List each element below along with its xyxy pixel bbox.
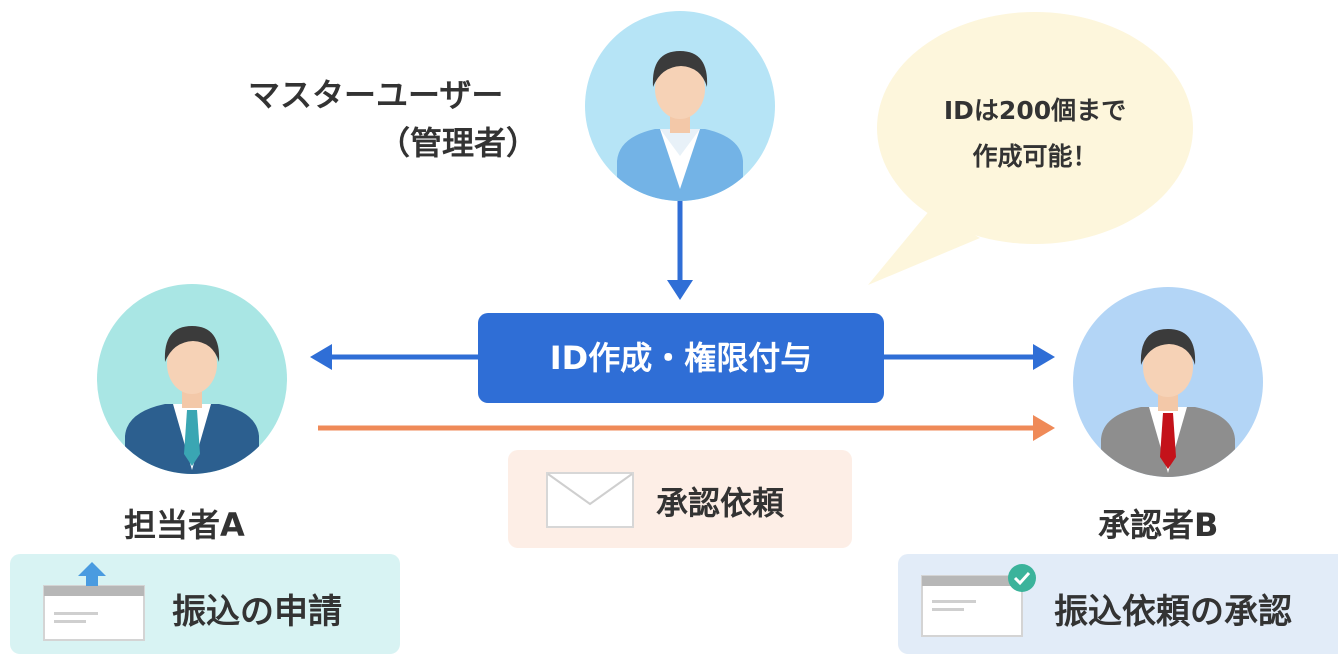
bubble-line1: IDは200個まで: [943, 96, 1127, 125]
arrow-left-head: [310, 344, 332, 370]
person-a-icon: [125, 326, 259, 474]
task-b-box: 振込依頼の承認: [898, 554, 1338, 654]
speech-bubble: [868, 12, 1193, 285]
upload-document-icon: [43, 562, 145, 641]
master-name-line1: マスターユーザー: [248, 76, 504, 114]
person-a-avatar: [97, 284, 287, 474]
task-b-label: 振込依頼の承認: [1054, 592, 1292, 632]
master-person-icon: [617, 51, 743, 201]
bubble-line2: 作成可能！: [972, 142, 1098, 171]
envelope-icon: [546, 472, 634, 528]
arrow-right-head: [1033, 344, 1055, 370]
person-a-name: 担当者A: [124, 506, 245, 544]
master-avatar: [585, 11, 775, 201]
request-box: 承認依頼: [508, 450, 852, 548]
person-b-name: 承認者B: [1098, 506, 1219, 544]
person-b-avatar: [1073, 287, 1263, 477]
task-a-label: 振込の申請: [172, 592, 342, 632]
bubble-text: IDは200個まで 作成可能！: [880, 88, 1190, 180]
approved-document-icon: [921, 564, 1036, 637]
master-name-line2: （管理者）: [378, 124, 539, 162]
arrow-request-head: [1033, 415, 1055, 441]
id-create-label: ID作成・権限付与: [549, 339, 813, 377]
task-a-box: 振込の申請: [10, 554, 400, 654]
person-b-icon: [1101, 329, 1235, 477]
arrow-down-head: [667, 280, 693, 300]
id-create-box: ID作成・権限付与: [478, 313, 884, 403]
request-label: 承認依頼: [656, 484, 785, 522]
